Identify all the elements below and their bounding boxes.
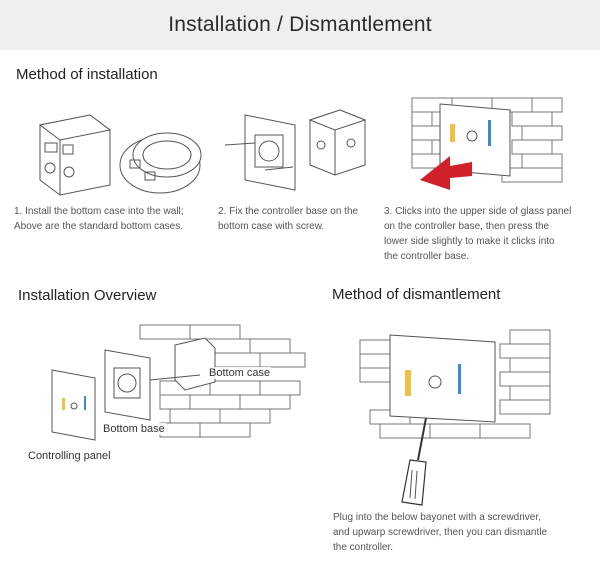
label-bottom-case: Bottom case — [208, 367, 272, 379]
page-title: Installation / Dismantlement — [168, 13, 432, 36]
header-bar: Installation / Dismantlement — [0, 0, 600, 50]
dismantlement-text: Plug into the below bayonet with a screw… — [333, 512, 548, 553]
dismantlement-illustration — [359, 329, 551, 506]
label-bottom-base: Bottom base — [102, 423, 166, 435]
dismantlement-title: Method of dismantlement — [332, 286, 501, 303]
overview-illustration — [51, 324, 306, 441]
overview-title: Installation Overview — [18, 287, 157, 304]
installation-step-1: 1. Install the bottom case into the wall… — [14, 206, 184, 232]
glass-panel-illustration — [411, 97, 563, 190]
label-controlling-panel: Controlling panel — [27, 450, 112, 462]
controller-base-illustration — [224, 109, 367, 191]
bottom-cases-illustration — [38, 114, 202, 196]
installation-step-2: 2. Fix the controller base on the bottom… — [218, 206, 359, 232]
installation-title: Method of installation — [16, 66, 158, 83]
installation-step-3: 3. Clicks into the upper side of glass p… — [384, 206, 572, 262]
